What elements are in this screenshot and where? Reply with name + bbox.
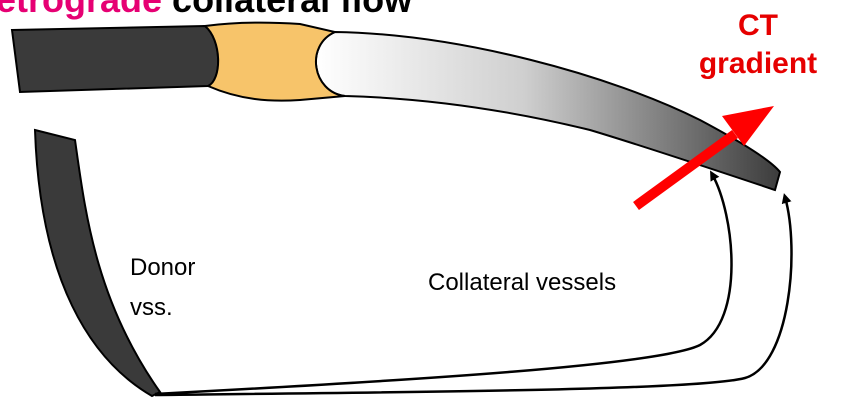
donor-label-line2: vss. bbox=[130, 288, 195, 328]
diagram-title: Retrograde collateral flow bbox=[0, 0, 412, 20]
proximal-vessel bbox=[12, 26, 218, 92]
title-retrograde: Retrograde bbox=[0, 0, 162, 20]
ct-gradient-label: CT gradient bbox=[698, 8, 818, 82]
donor-label-line1: Donor bbox=[130, 248, 195, 288]
donor-vessel-label: Donor vss. bbox=[130, 248, 195, 328]
ct-label-line2: gradient bbox=[698, 46, 818, 82]
ct-label-line1: CT bbox=[738, 9, 778, 42]
title-collateral-flow: collateral flow bbox=[172, 0, 412, 20]
collateral-vessels-label: Collateral vessels bbox=[428, 268, 616, 298]
